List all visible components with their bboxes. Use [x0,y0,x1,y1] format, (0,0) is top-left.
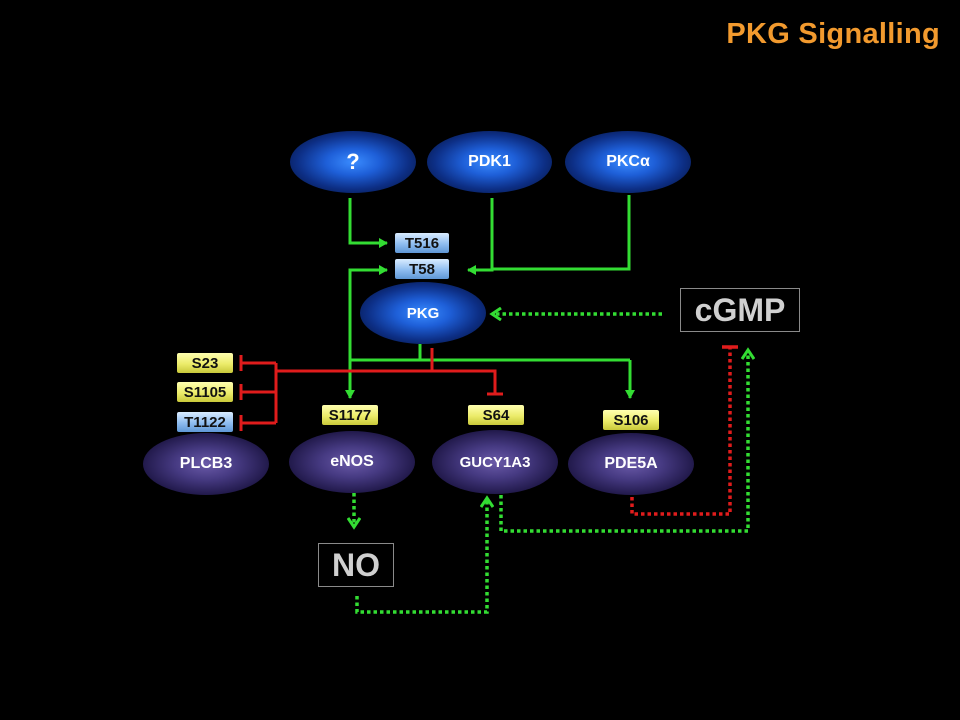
site-s106[interactable]: S106 [603,410,659,430]
edge-pde5a-inhibit-cgmp [630,348,732,516]
node-pkca[interactable]: PKCα [565,131,691,193]
no-box[interactable]: NO [318,543,394,587]
activation-edges-downstream [345,265,635,399]
node-pkg[interactable]: PKG [360,282,486,344]
site-t516[interactable]: T516 [395,233,449,253]
edge-pdk1-to-t58 [467,198,494,275]
inhibition-edges [239,348,503,431]
node-unknown-kinase[interactable]: ? [290,131,416,193]
diagram-title: PKG Signalling [726,18,940,50]
edge-unknown-to-t516 [348,198,388,248]
activation-edges-upstream [348,195,631,275]
site-s1177[interactable]: S1177 [322,405,378,425]
node-plcb3[interactable]: PLCB3 [143,433,269,495]
edge-pkg-to-t58 [348,265,388,360]
edge-gucy1a3-to-cgmp [499,350,748,533]
edge-inhibit-bus [276,369,497,393]
site-t58[interactable]: T58 [395,259,449,279]
cgmp-box[interactable]: cGMP [680,288,800,332]
site-s1105[interactable]: S1105 [177,382,233,402]
site-s64[interactable]: S64 [468,405,524,425]
messenger-edges [354,314,748,614]
node-pdk1[interactable]: PDK1 [427,131,552,193]
site-s23[interactable]: S23 [177,353,233,373]
edge-no-to-gucy1a3 [355,498,487,614]
node-enos[interactable]: eNOS [289,431,415,493]
node-gucy1a3[interactable]: GUCY1A3 [432,430,558,494]
node-pde5a[interactable]: PDE5A [568,433,694,495]
site-t1122[interactable]: T1122 [177,412,233,432]
edge-pkca-to-t58 [492,195,631,271]
